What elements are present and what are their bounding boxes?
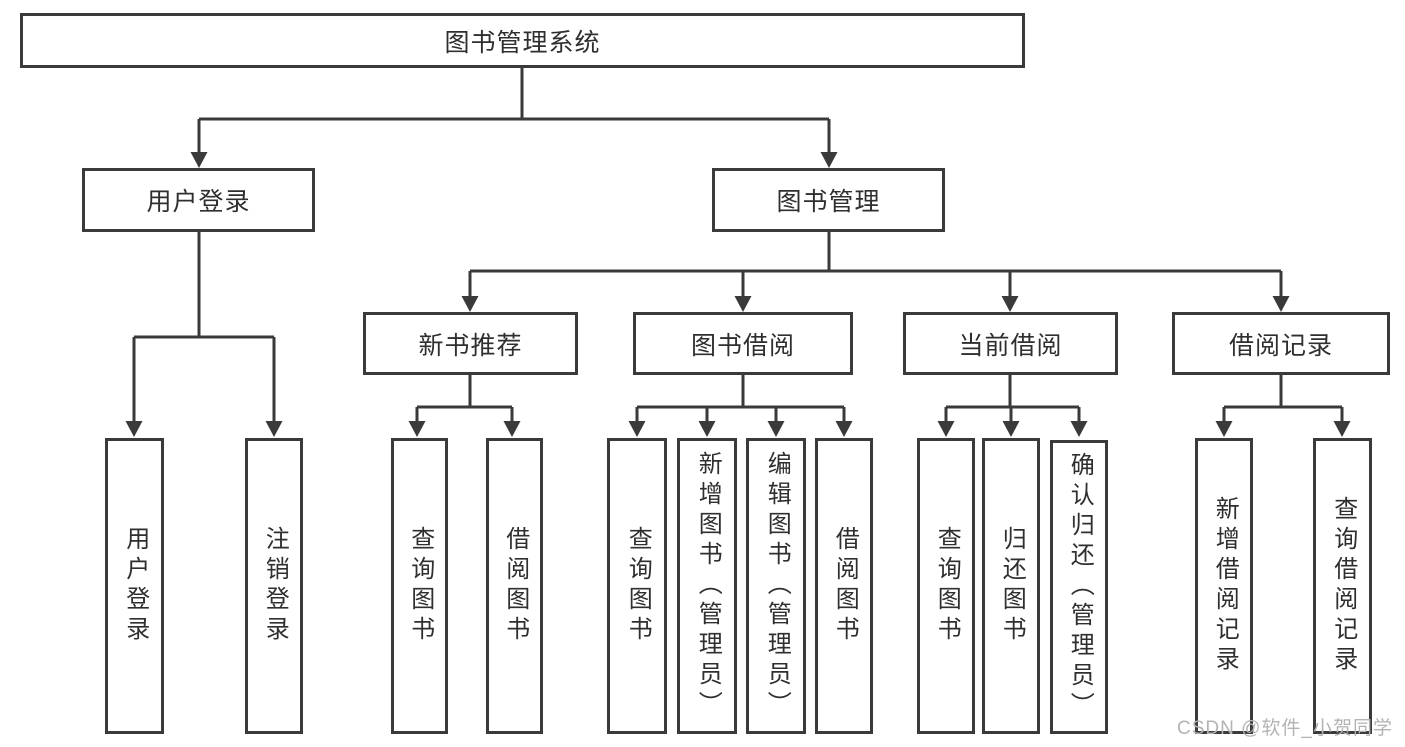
leaf-label: 归还图书	[998, 526, 1026, 646]
leaf-label: 新增图书（管理员）	[694, 451, 722, 721]
leaf-current-confirm-return-admin: 确认归还（管理员）	[1050, 440, 1108, 734]
leaf-records-add-borrow-record: 新增借阅记录	[1195, 438, 1253, 734]
leaf-label: 用户登录	[121, 526, 149, 646]
leaf-borrow-borrow-books: 借阅图书	[815, 438, 873, 734]
node-root: 图书管理系统	[20, 13, 1025, 68]
leaf-records-query-borrow-record: 查询借阅记录	[1313, 438, 1372, 734]
leaf-borrow-query-books: 查询图书	[607, 438, 667, 734]
node-book-borrowing: 图书借阅	[633, 312, 853, 375]
leaf-user-login: 用户登录	[105, 438, 164, 734]
leaf-label: 借阅图书	[501, 526, 529, 646]
leaf-label: 查询图书	[406, 526, 434, 646]
node-new-book-recommend: 新书推荐	[363, 312, 578, 375]
arrowheads	[125, 152, 1351, 437]
node-current-borrowing: 当前借阅	[903, 312, 1118, 375]
leaf-borrow-edit-books-admin: 编辑图书（管理员）	[746, 438, 806, 734]
leaf-current-query-books: 查询图书	[917, 438, 975, 734]
node-book-management: 图书管理	[712, 168, 945, 232]
leaf-label: 注销登录	[261, 526, 289, 646]
leaf-newbook-query-books: 查询图书	[391, 438, 448, 734]
leaf-label: 查询图书	[624, 526, 652, 646]
leaf-label: 查询图书	[933, 526, 961, 646]
node-borrow-records: 借阅记录	[1172, 312, 1390, 375]
leaf-borrow-add-books-admin: 新增图书（管理员）	[677, 438, 737, 734]
leaf-current-return-books: 归还图书	[982, 438, 1040, 734]
leaf-logout: 注销登录	[245, 438, 303, 734]
leaf-label: 确认归还（管理员）	[1066, 452, 1094, 722]
leaf-label: 新增借阅记录	[1211, 496, 1239, 676]
leaf-label: 借阅图书	[831, 526, 859, 646]
leaf-label: 查询借阅记录	[1329, 496, 1357, 676]
node-user-login: 用户登录	[82, 168, 315, 232]
csdn-watermark: CSDN @软件_小贺同学	[1177, 718, 1393, 739]
leaf-label: 编辑图书（管理员）	[763, 451, 791, 721]
leaf-newbook-borrow-books: 借阅图书	[486, 438, 543, 734]
